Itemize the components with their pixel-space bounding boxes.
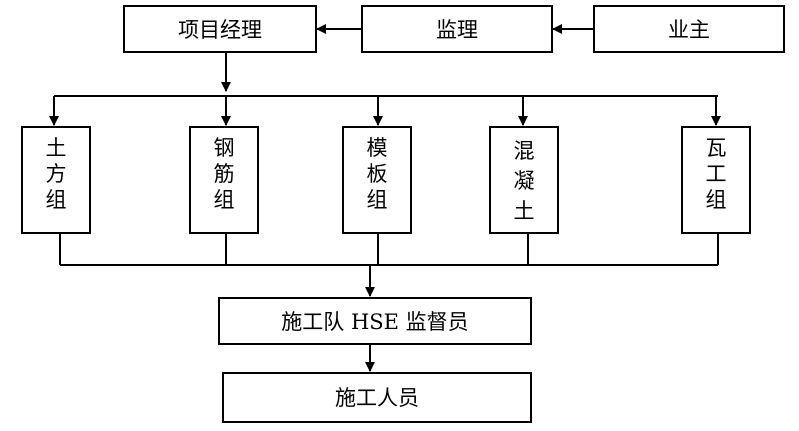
owner-node: 业主 [593,5,785,53]
construction-staff-node: 施工人员 [222,372,532,423]
formwork-group-node: 模 板 组 [342,126,412,234]
hse-supervisor-label: 施工队 HSE 监督员 [281,310,468,334]
masonry-char-3: 组 [706,188,727,212]
rebar-char-3: 组 [214,188,235,212]
masonry-char-2: 工 [706,162,727,186]
project-manager-node: 项目经理 [123,5,317,53]
construction-staff-label: 施工人员 [335,386,419,410]
masonry-char-1: 瓦 [706,136,727,160]
owner-label: 业主 [668,18,710,42]
project-manager-label: 项目经理 [178,18,262,42]
formwork-char-3: 组 [367,188,388,212]
hse-supervisor-node: 施工队 HSE 监督员 [218,297,532,345]
concrete-char-2: 凝 [514,169,535,193]
rebar-char-2: 筋 [214,162,235,186]
supervisor-label: 监理 [436,18,478,42]
earthwork-char-2: 方 [46,162,67,186]
concrete-group-node: 混 凝 土 [489,126,559,234]
rebar-char-1: 钢 [214,136,235,160]
earthwork-char-1: 土 [46,136,67,160]
earthwork-group-node: 土 方 组 [21,126,91,234]
concrete-char-1: 混 [514,139,535,163]
formwork-char-1: 模 [367,136,388,160]
concrete-char-3: 土 [514,199,535,223]
rebar-group-node: 钢 筋 组 [189,126,259,234]
formwork-char-2: 板 [367,162,388,186]
masonry-group-node: 瓦 工 组 [681,126,751,234]
earthwork-char-3: 组 [46,188,67,212]
supervisor-node: 监理 [361,5,553,53]
